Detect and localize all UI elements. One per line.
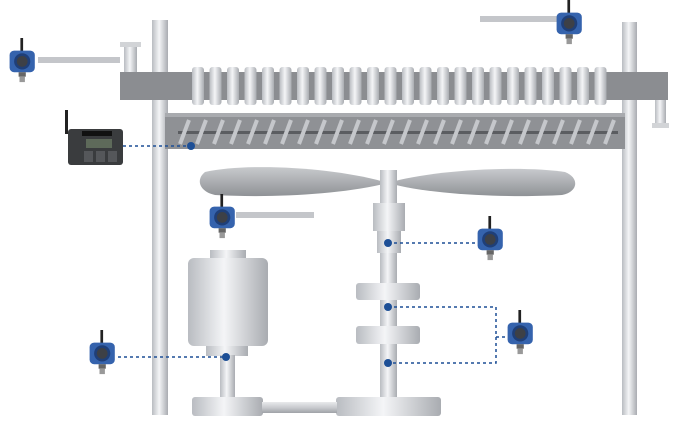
- right-base: [336, 397, 441, 416]
- slat: [399, 119, 412, 145]
- top-post: [124, 44, 137, 72]
- coil: [489, 67, 502, 105]
- coil: [209, 67, 222, 105]
- slat: [229, 119, 242, 145]
- coil: [244, 67, 257, 105]
- coil: [384, 67, 397, 105]
- coil: [349, 67, 362, 105]
- coil: [332, 67, 344, 105]
- coil: [297, 67, 309, 105]
- coil: [227, 67, 239, 105]
- slat: [314, 119, 327, 145]
- wireless-sensor-icon[interactable]: [556, 0, 582, 45]
- coil: [524, 67, 537, 105]
- wireless-gateway-icon[interactable]: [65, 110, 123, 165]
- slat: [331, 119, 344, 145]
- slat: [195, 119, 208, 145]
- slat: [501, 119, 514, 145]
- shaft-collar: [373, 203, 405, 231]
- lower-disc: [356, 326, 420, 344]
- slat: [297, 119, 310, 145]
- slat: [603, 119, 616, 145]
- slat: [586, 119, 599, 145]
- slat: [348, 119, 361, 145]
- slat: [280, 119, 293, 145]
- coil: [542, 67, 554, 105]
- coil: [367, 67, 379, 105]
- wireless-links: [118, 145, 508, 364]
- side-post: [655, 100, 666, 126]
- slat: [484, 119, 497, 145]
- slat: [552, 119, 565, 145]
- motor-cylinder: [188, 258, 268, 346]
- slat: [212, 119, 225, 145]
- coil: [594, 67, 607, 105]
- slat: [535, 119, 548, 145]
- wireless-sensor-icon[interactable]: [9, 38, 35, 83]
- coil: [314, 67, 327, 105]
- left-shaft: [220, 355, 235, 400]
- coil: [577, 67, 589, 105]
- slat: [416, 119, 429, 145]
- coil: [507, 67, 519, 105]
- slat: [365, 119, 378, 145]
- slat: [433, 119, 446, 145]
- measurement-point-icon[interactable]: [384, 359, 392, 367]
- slat: [518, 119, 531, 145]
- conveyor-slats: [178, 119, 616, 145]
- base-connector: [262, 402, 337, 413]
- left-pillar: [152, 20, 168, 415]
- wireless-sensor-icon[interactable]: [507, 310, 533, 355]
- coil: [472, 67, 484, 105]
- heating-coils: [192, 67, 607, 105]
- measurement-point-icon[interactable]: [222, 353, 230, 361]
- upper-disc: [356, 283, 420, 300]
- slat: [178, 119, 191, 145]
- slat: [467, 119, 480, 145]
- wireless-sensor-icon[interactable]: [477, 216, 503, 261]
- coil: [262, 67, 274, 105]
- wireless-sensor-icon[interactable]: [209, 194, 235, 239]
- coil: [419, 67, 432, 105]
- coil: [454, 67, 467, 105]
- coil: [279, 67, 292, 105]
- slat: [263, 119, 276, 145]
- slat: [382, 119, 395, 145]
- coil: [192, 67, 204, 105]
- wireless-sensor-icon[interactable]: [89, 330, 115, 375]
- coil: [559, 67, 572, 105]
- right-pillar: [622, 22, 637, 415]
- measurement-point-icon[interactable]: [384, 303, 392, 311]
- propeller: [199, 167, 576, 197]
- coil: [402, 67, 414, 105]
- coil: [437, 67, 449, 105]
- slat: [569, 119, 582, 145]
- slat: [450, 119, 463, 145]
- slat: [246, 119, 259, 145]
- measurement-point-icon[interactable]: [384, 239, 392, 247]
- left-base: [192, 397, 263, 416]
- measurement-point-icon[interactable]: [187, 142, 195, 150]
